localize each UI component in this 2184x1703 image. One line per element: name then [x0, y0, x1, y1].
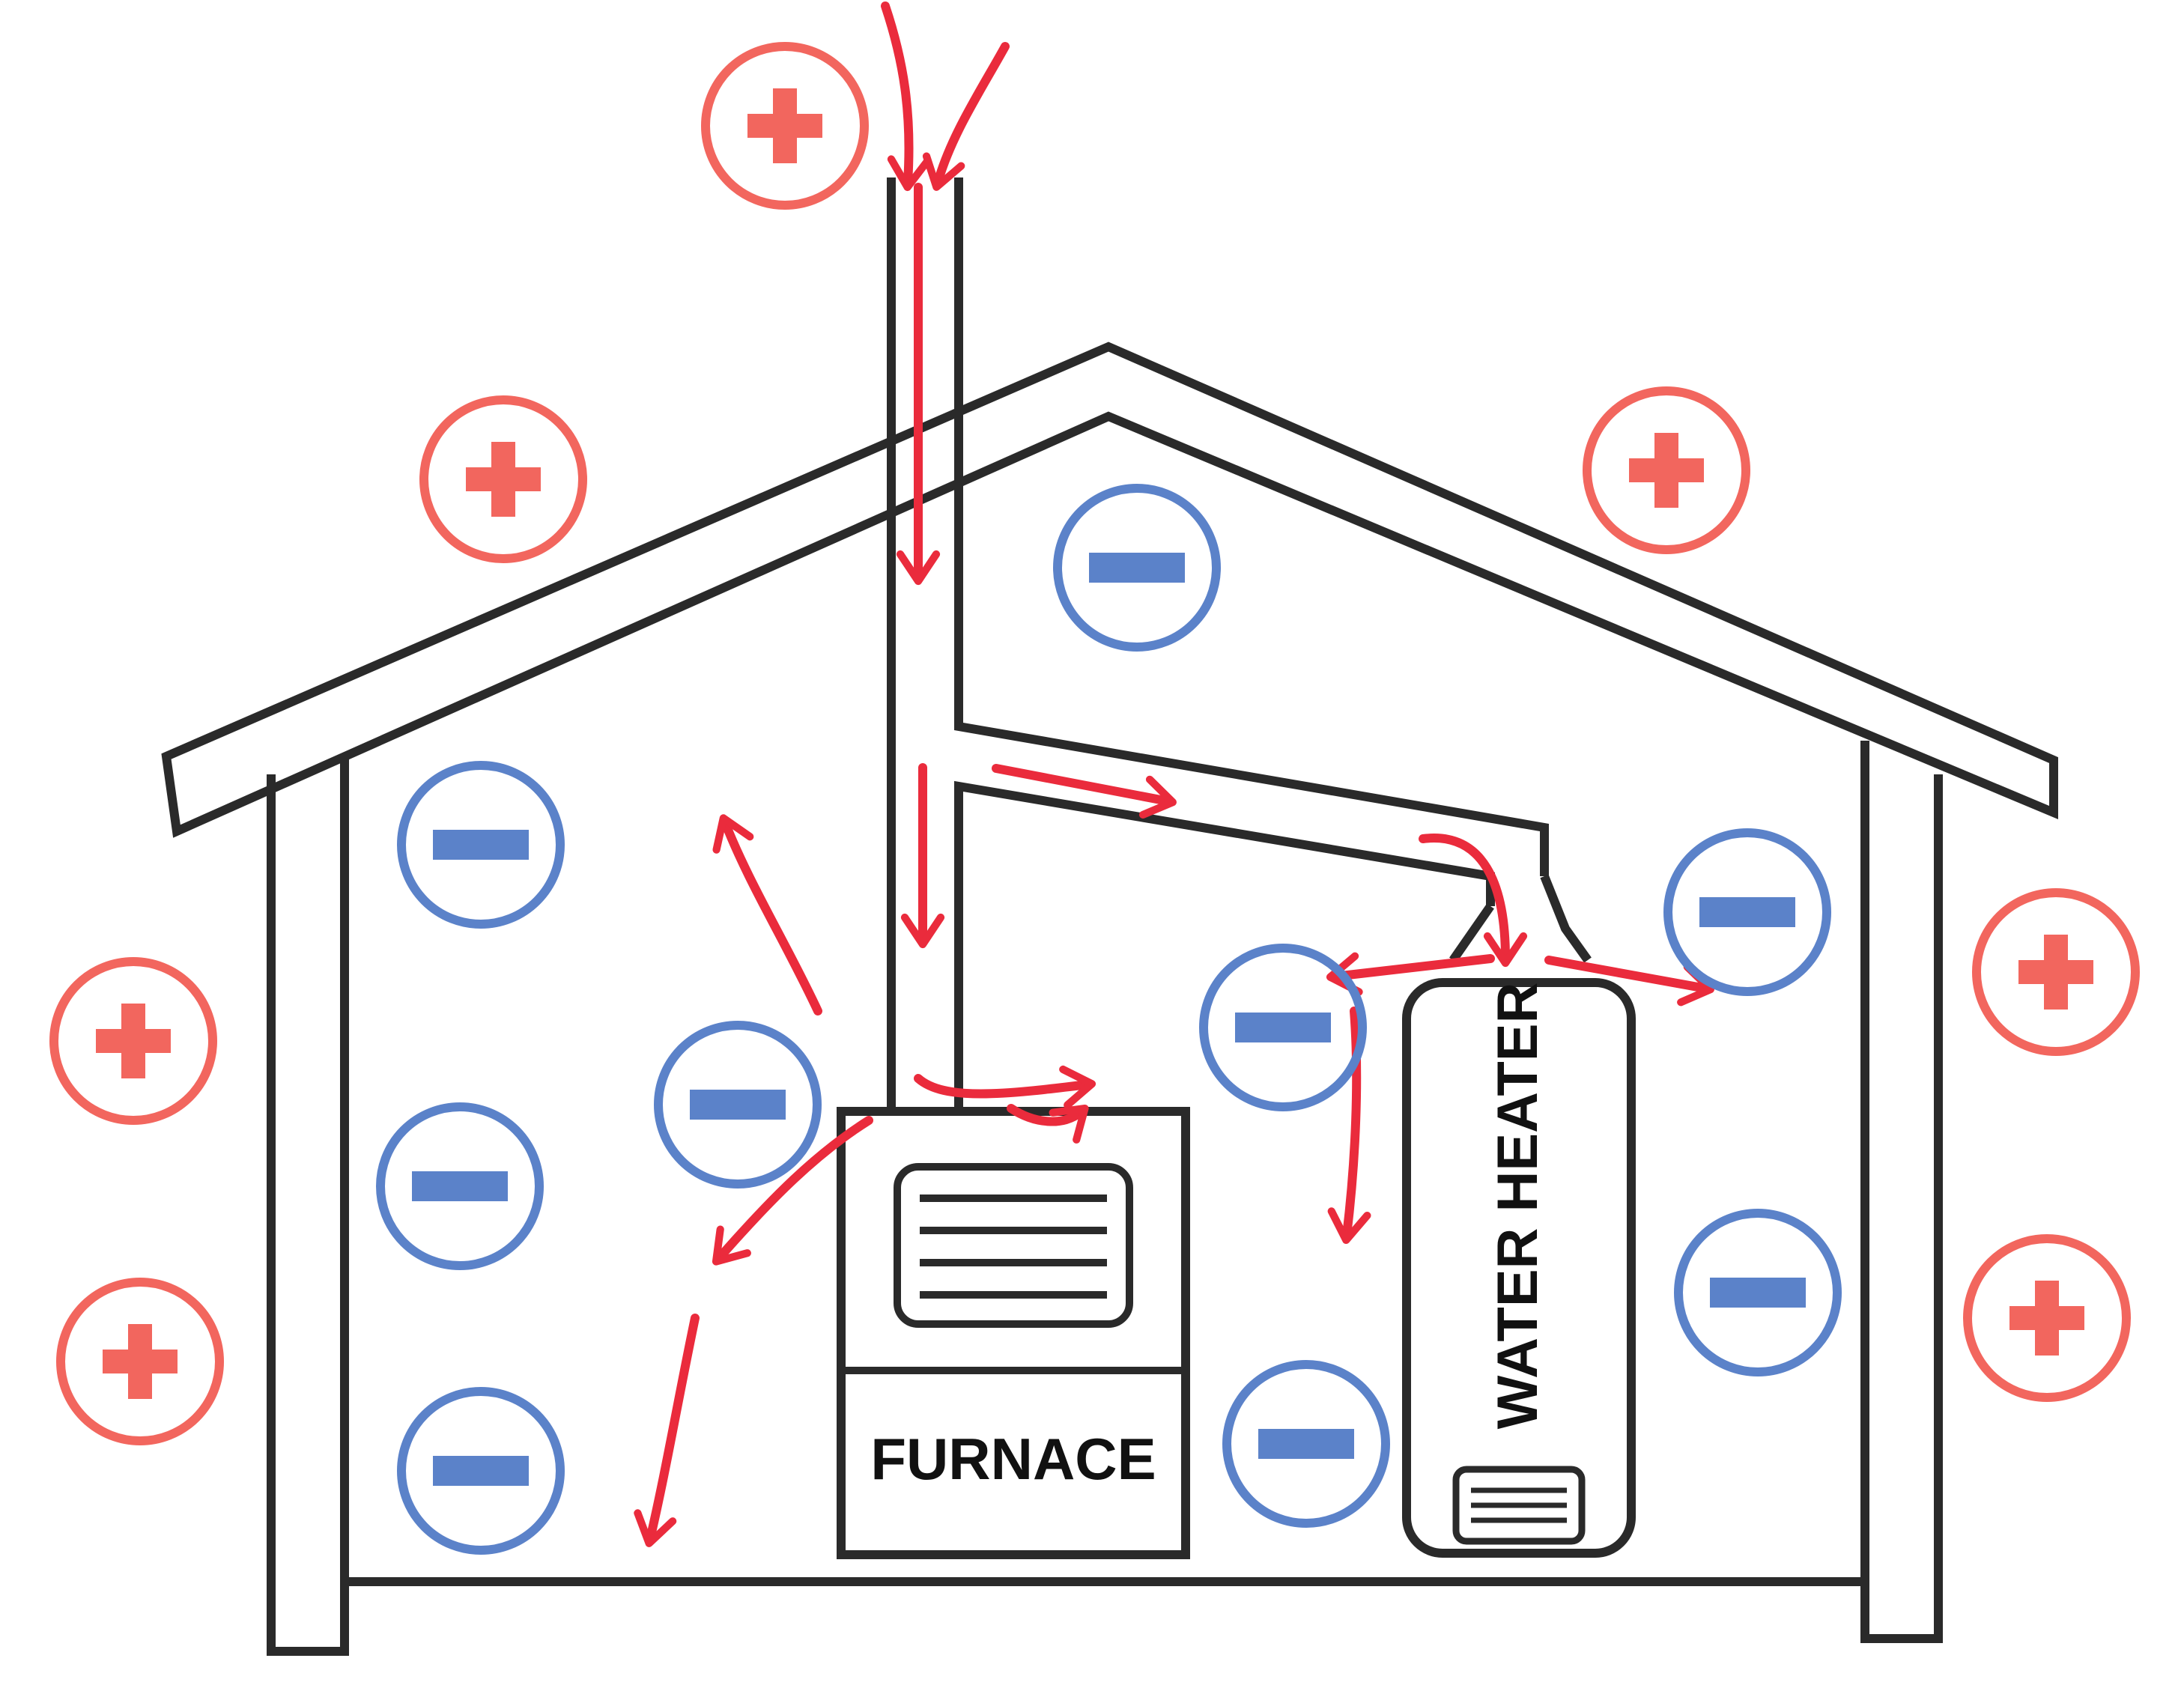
room-arrow-floor [634, 1314, 700, 1547]
minus-icon [1204, 948, 1362, 1107]
downdraft-arrow-hook [922, 42, 1010, 191]
roof [161, 341, 2058, 838]
spillage-arrow-left [1326, 952, 1495, 996]
flue-pipe [887, 177, 1592, 1111]
minus-icon [1058, 488, 1216, 647]
left-wall [267, 759, 349, 1656]
water-heater-label: WATER HEATER [1486, 983, 1550, 1430]
plus-icon [1587, 391, 1746, 550]
minus-icon [1668, 833, 1827, 992]
house-outline [161, 341, 2058, 1656]
right-wall [1860, 741, 1943, 1643]
plus-icon [1968, 1239, 2126, 1397]
minus-icon [401, 1391, 560, 1550]
minus-icon [1227, 1364, 1386, 1523]
minus-icon [1678, 1213, 1837, 1372]
water-heater-access-panel [1452, 1466, 1586, 1545]
spillage-arrow-down [1327, 1007, 1371, 1245]
minus-icon [380, 1107, 539, 1266]
downdraft-arrow-outside [881, 1, 931, 192]
plus-icon [706, 46, 864, 205]
furnace-label: FURNACE [870, 1426, 1156, 1492]
airflow-arrows [634, 1, 1715, 1547]
water-heater: WATER HEATER [1402, 978, 1636, 1558]
room-arrow-furnace-left [712, 1116, 873, 1266]
furnace-top-arrow [1007, 1104, 1089, 1144]
water-heater-draft-hood [1449, 874, 1592, 963]
furnace-vent-grille [894, 1163, 1133, 1328]
plus-icon [1977, 893, 2135, 1051]
flue-to-furnace-arrow [914, 1065, 1096, 1109]
plus-icon [424, 400, 583, 559]
plus-icon [61, 1282, 219, 1441]
water-heater-vent-icon [1471, 1487, 1567, 1523]
plus-icon [54, 962, 213, 1120]
spillage-arrow-right [1544, 956, 1715, 1007]
water-heater-tank [1402, 978, 1636, 1558]
connector-arrow [992, 764, 1177, 819]
furnace: FURNACE [837, 1107, 1190, 1559]
furnace-vent-icon [920, 1194, 1107, 1299]
minus-icon [401, 765, 560, 924]
room-arrow-up [712, 814, 822, 1016]
water-heater-vent-arrow [1419, 834, 1528, 968]
minus-icon [658, 1025, 817, 1184]
